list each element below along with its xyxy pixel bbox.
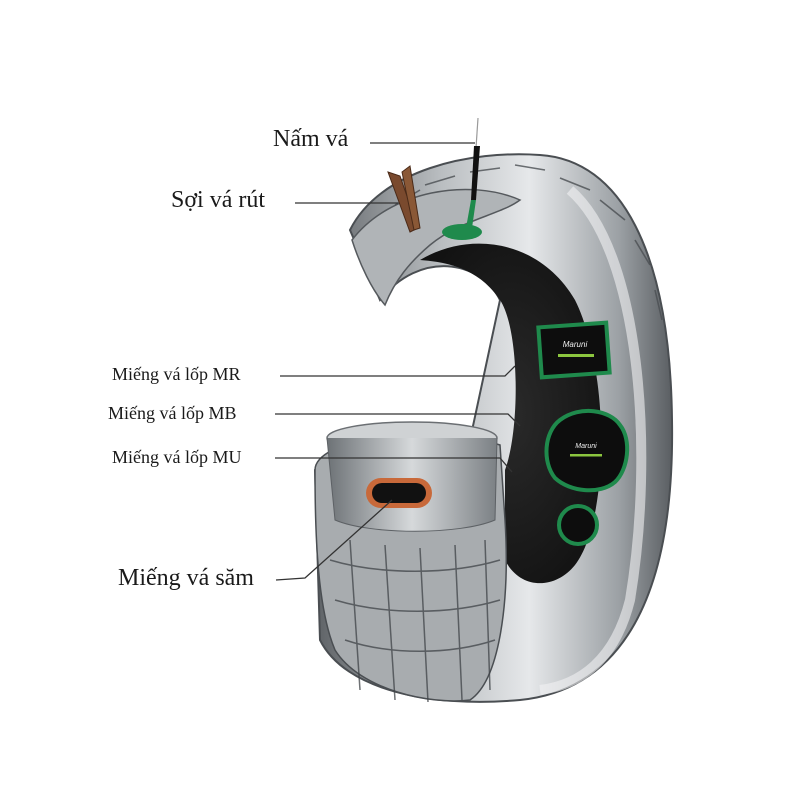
- label-mieng-va-lop-mr: Miếng vá lốp MR: [112, 364, 241, 384]
- label-nam-va: Nấm vá: [273, 126, 349, 152]
- patch-mu: [557, 504, 599, 546]
- inner-tube: [314, 421, 507, 703]
- label-mieng-va-lop-mb: Miếng vá lốp MB: [108, 403, 237, 423]
- mushroom-plug: [442, 117, 482, 240]
- svg-text:Maruni: Maruni: [575, 443, 597, 450]
- label-soi-va-rut: Sợi vá rút: [171, 187, 266, 213]
- label-mieng-va-sam: Miếng vá săm: [118, 565, 254, 591]
- svg-text:Maruni: Maruni: [563, 340, 588, 349]
- patch-mb: Maruni: [544, 408, 630, 493]
- string-plug: [387, 165, 421, 233]
- leader-lines: [275, 142, 521, 581]
- label-mieng-va-lop-mu: Miếng vá lốp MU: [112, 447, 242, 467]
- patch-mr: Maruni: [536, 320, 612, 380]
